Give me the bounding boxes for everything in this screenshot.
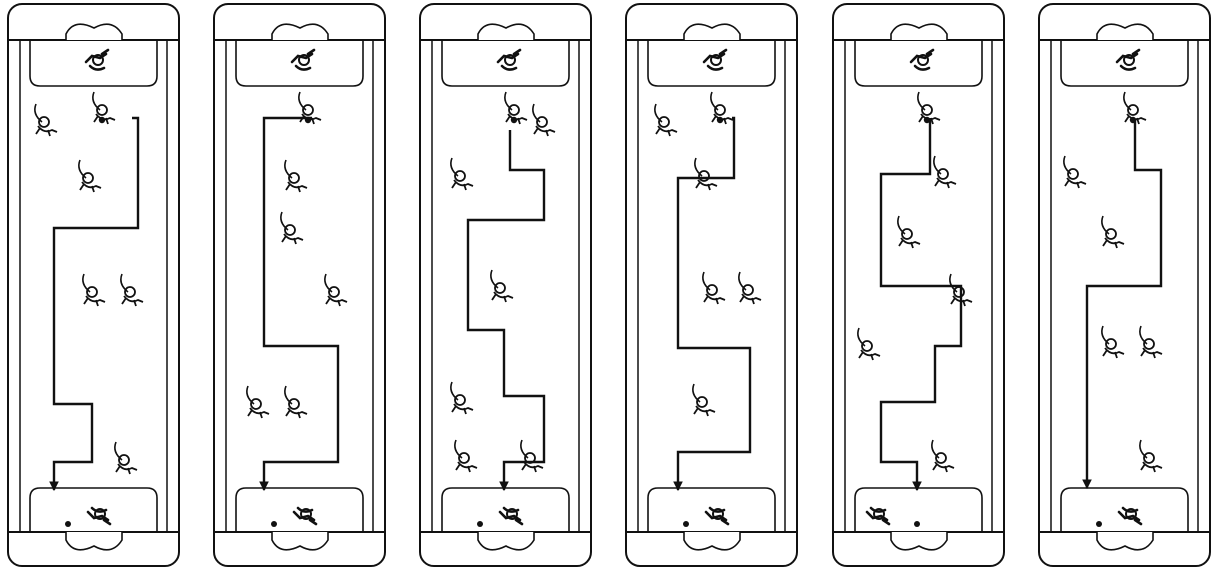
puck [65,521,71,527]
rink-panel [214,4,385,566]
rink-panel [626,4,797,566]
puck [1096,521,1102,527]
puck [914,521,920,527]
puck [511,117,517,123]
puck [477,521,483,527]
rink-panel [833,4,1004,566]
rink-panel [420,4,591,566]
puck [99,117,105,123]
rink-panel [1039,4,1210,566]
rink-panel [8,4,179,566]
puck [683,521,689,527]
puck [271,521,277,527]
puck [717,117,723,123]
rink-boards [8,4,179,566]
rink-boards [214,4,385,566]
